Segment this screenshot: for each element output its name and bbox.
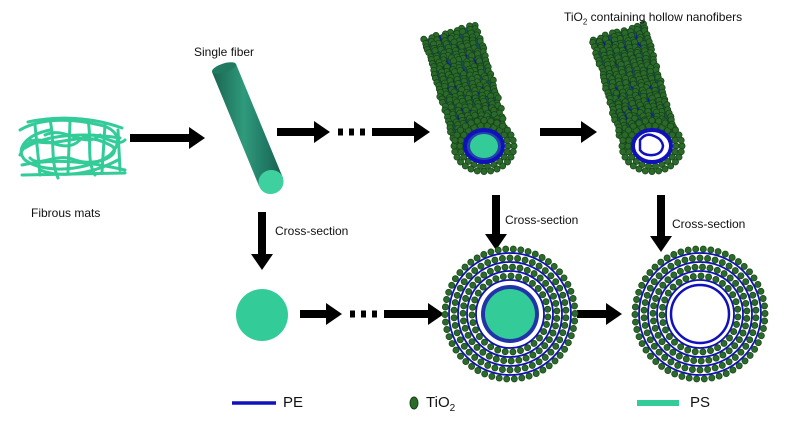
label-single-fiber: Single fiber: [194, 45, 255, 59]
ps-cross-section: [236, 289, 288, 341]
fibrous-mats: [18, 116, 127, 180]
arrow-fiber-to-coat-b: [372, 121, 430, 143]
label-title: TiO2 containing hollow nanofibers: [564, 10, 743, 27]
arrow-fiber-down: [251, 212, 273, 270]
arrow-ring-to-hollow: [577, 303, 622, 325]
hollow-cross-section: [631, 245, 769, 383]
single-fiber: [211, 62, 284, 195]
legend-tio2-swatch: [409, 396, 419, 410]
label-fibrous-mats: Fibrous mats: [31, 206, 101, 220]
label-cross-section-1: Cross-section: [275, 224, 349, 238]
arrow-disc-to-ring-b: [384, 303, 444, 325]
arrow-mats-to-fiber: [130, 127, 205, 149]
legend-tio2-label: TiO2: [426, 394, 456, 414]
arrow-hollow-down: [650, 195, 672, 252]
arrow-coat-to-hollow: [540, 121, 597, 143]
tio2-hollow-fiber: [589, 20, 686, 175]
label-cross-section-3: Cross-section: [672, 217, 746, 231]
legend-pe-label: PE: [283, 394, 304, 411]
legend-ps-label: PS: [690, 394, 711, 411]
flow-arrows: [130, 121, 672, 325]
label-cross-section-2: Cross-section: [505, 213, 579, 227]
tio2-coated-fiber: [420, 21, 518, 175]
arrow-disc-to-ring-a: [300, 303, 342, 325]
coated-cross-section: [441, 245, 579, 383]
arrow-fiber-to-coat-a: [277, 121, 330, 143]
ellipsis-bottom: [350, 310, 377, 318]
arrow-coat-down: [485, 195, 507, 250]
ellipsis-top: [338, 128, 365, 136]
